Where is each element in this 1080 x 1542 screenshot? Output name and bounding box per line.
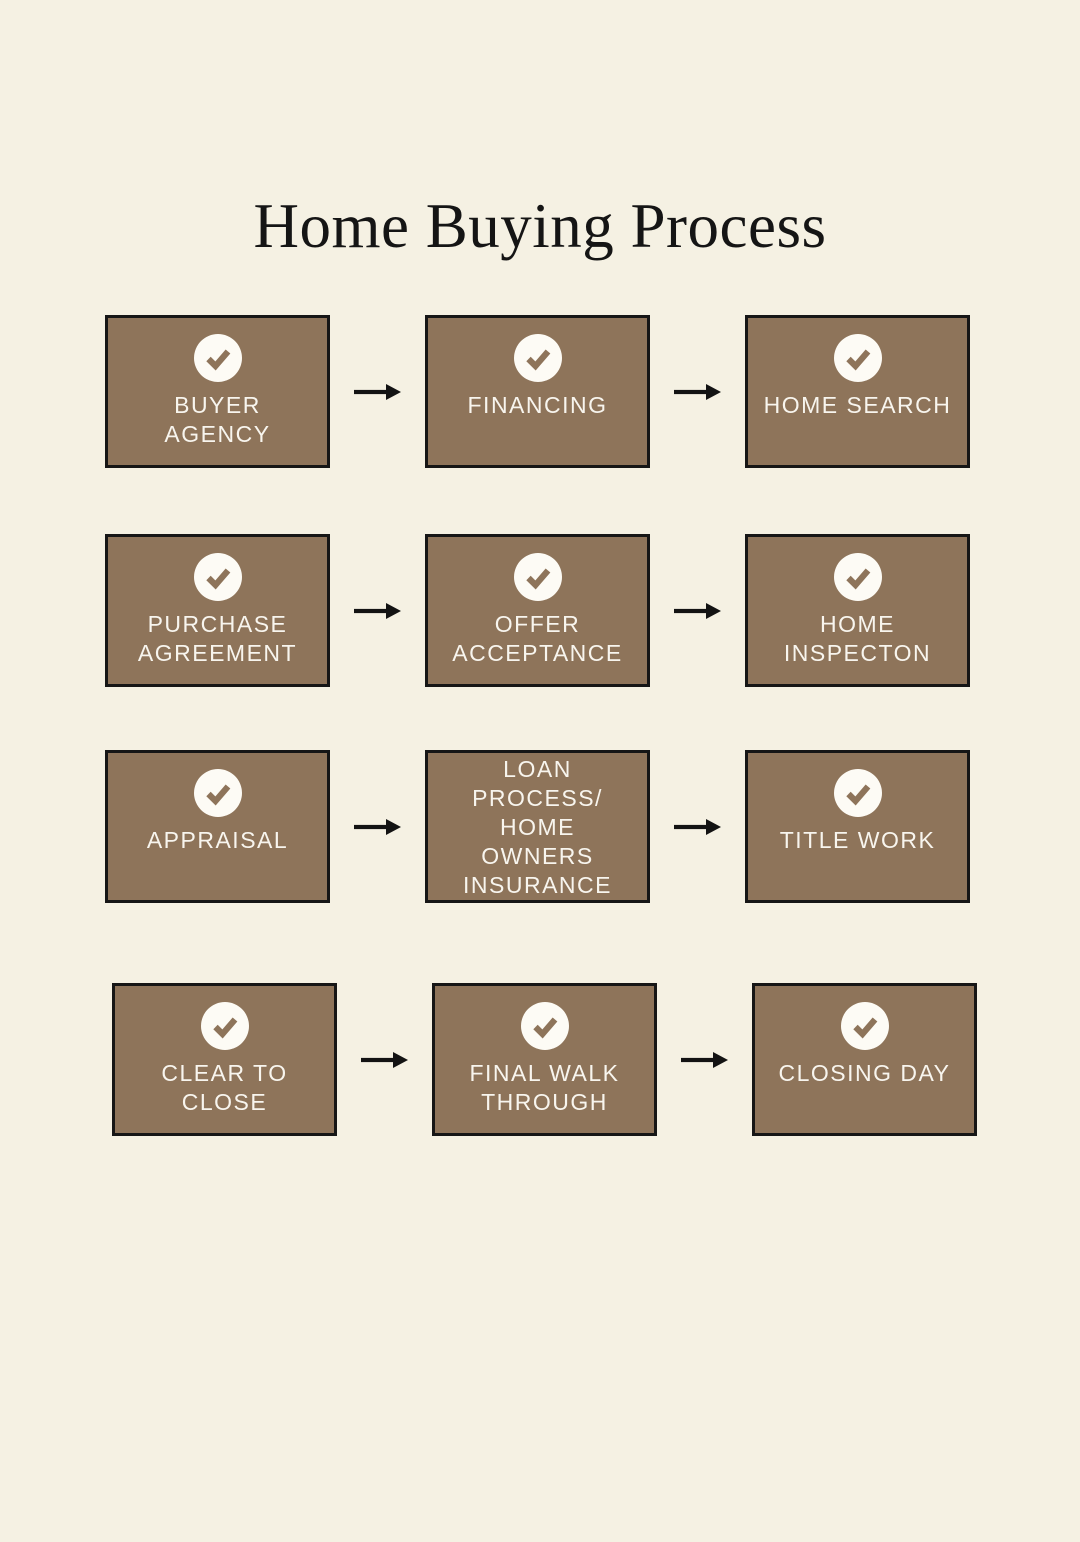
flow-grid: BUYER AGENCY FINANCING HOME SEARCH PURC: [0, 315, 1080, 1137]
page-title: Home Buying Process: [253, 191, 827, 261]
step-box-closing-day: CLOSING DAY: [752, 983, 977, 1137]
check-circle-icon: [193, 769, 242, 818]
check-circle-icon: [513, 553, 562, 602]
flow-row-1: BUYER AGENCY FINANCING HOME SEARCH: [105, 315, 1080, 469]
step-label: PURCHASE AGREEMENT: [137, 611, 298, 667]
arrow-right-icon: [657, 1051, 752, 1069]
step-box-clear-to-close: CLEAR TO CLOSE: [112, 983, 337, 1137]
arrow-right-icon: [650, 383, 745, 401]
arrow-right-icon: [330, 602, 425, 620]
step-box-title-work: TITLE WORK: [745, 750, 970, 904]
step-box-final-walk-through: FINAL WALK THROUGH: [432, 983, 657, 1137]
arrow-right-icon: [650, 818, 745, 836]
step-box-purchase-agreement: PURCHASE AGREEMENT: [105, 534, 330, 688]
check-circle-icon: [200, 1002, 249, 1051]
arrow-right-icon: [650, 602, 745, 620]
flow-row-3: APPRAISAL LOAN PROCESS/ HOME OWNERS INSU…: [105, 750, 1080, 904]
step-label: OFFER ACCEPTANCE: [452, 611, 623, 667]
step-box-home-inspection: HOME INSPECTON: [745, 534, 970, 688]
arrow-right-icon: [330, 383, 425, 401]
step-label: LOAN PROCESS/ HOME OWNERS INSURANCE: [463, 756, 612, 899]
step-box-appraisal: APPRAISAL: [105, 750, 330, 904]
step-label: HOME SEARCH: [763, 392, 952, 419]
check-circle-icon: [833, 553, 882, 602]
check-circle-icon: [193, 553, 242, 602]
step-box-buyer-agency: BUYER AGENCY: [105, 315, 330, 469]
step-box-financing: FINANCING: [425, 315, 650, 469]
arrow-right-icon: [337, 1051, 432, 1069]
step-label: FINAL WALK THROUGH: [469, 1060, 620, 1116]
arrow-right-icon: [330, 818, 425, 836]
step-label: APPRAISAL: [146, 827, 289, 854]
step-label: FINANCING: [467, 392, 608, 419]
step-label: HOME INSPECTON: [783, 611, 932, 667]
check-circle-icon: [833, 334, 882, 383]
flow-row-2: PURCHASE AGREEMENT OFFER ACCEPTANCE HOME…: [105, 534, 1080, 688]
step-box-loan-process: LOAN PROCESS/ HOME OWNERS INSURANCE: [425, 750, 650, 904]
step-label: BUYER AGENCY: [164, 392, 271, 448]
step-label: CLOSING DAY: [778, 1060, 951, 1087]
step-label: CLEAR TO CLOSE: [161, 1060, 288, 1116]
check-circle-icon: [193, 334, 242, 383]
check-circle-icon: [513, 334, 562, 383]
step-box-offer-acceptance: OFFER ACCEPTANCE: [425, 534, 650, 688]
check-circle-icon: [833, 769, 882, 818]
check-circle-icon: [520, 1002, 569, 1051]
step-box-home-search: HOME SEARCH: [745, 315, 970, 469]
step-label: TITLE WORK: [779, 827, 936, 854]
flow-row-4: CLEAR TO CLOSE FINAL WALK THROUGH CLOSIN…: [112, 983, 1080, 1137]
check-circle-icon: [840, 1002, 889, 1051]
